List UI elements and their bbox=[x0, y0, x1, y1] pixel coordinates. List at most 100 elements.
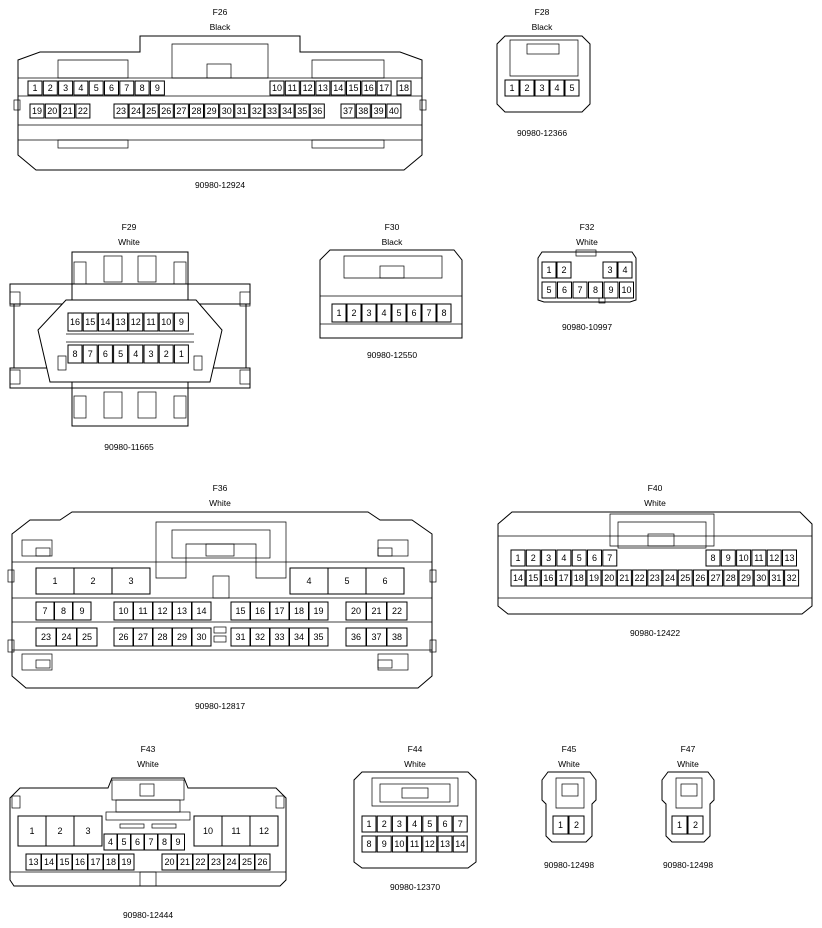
f44-id: F44 bbox=[408, 744, 423, 754]
f26-pin-label: 17 bbox=[379, 83, 389, 93]
f36-pin-label: 17 bbox=[274, 606, 284, 616]
f43-pin-cell bbox=[249, 815, 279, 847]
f40-pin-label: 32 bbox=[787, 573, 797, 583]
f36-pin-label: 23 bbox=[41, 632, 51, 642]
f26-pin-cell bbox=[219, 103, 235, 119]
f26-pin-cell bbox=[300, 80, 316, 96]
f40-pin-cell bbox=[556, 549, 572, 567]
f43-pin-label: 8 bbox=[162, 837, 167, 847]
f47-part-number: 90980-12498 bbox=[663, 860, 713, 870]
f28-pin-label: 2 bbox=[524, 83, 529, 93]
f40-pin-label: 11 bbox=[754, 553, 763, 563]
f28-pin-cell bbox=[504, 79, 520, 97]
f26-pin-label: 18 bbox=[399, 83, 409, 93]
f36-pin-label: 25 bbox=[82, 632, 92, 642]
f26-pin-cell bbox=[309, 103, 325, 119]
f28-pin-label: 1 bbox=[509, 83, 514, 93]
f44-pin-label: 1 bbox=[366, 819, 371, 829]
f26-pin-cell bbox=[134, 80, 150, 96]
f47-id: F47 bbox=[681, 744, 696, 754]
f44-pin-cell bbox=[422, 815, 438, 833]
f32-pin-cell bbox=[602, 261, 618, 279]
f43-pin-label: 10 bbox=[203, 826, 213, 836]
f26-color: Black bbox=[210, 22, 232, 32]
f36-pin-cell bbox=[72, 601, 92, 621]
f29-pin-cell bbox=[67, 344, 83, 364]
f29-pin-label: 6 bbox=[103, 349, 108, 359]
f36-pin-label: 21 bbox=[371, 606, 381, 616]
f43-pin-label: 15 bbox=[59, 857, 69, 867]
f36-pin-label: 35 bbox=[313, 632, 323, 642]
f26-pin-cell bbox=[44, 103, 60, 119]
f44-pin-label: 10 bbox=[394, 839, 404, 849]
f29-pin-cell bbox=[113, 344, 129, 364]
f44-pin-cell bbox=[361, 815, 377, 833]
f40-pin-label: 31 bbox=[771, 573, 781, 583]
f36-pin-cell bbox=[76, 627, 98, 647]
f32-pin-cell bbox=[557, 281, 572, 299]
f43-pin-label: 24 bbox=[226, 857, 236, 867]
f29-pin-label: 9 bbox=[179, 317, 184, 327]
f29-pin-label: 2 bbox=[164, 349, 169, 359]
f40-pin-label: 18 bbox=[574, 573, 584, 583]
f43-pin-cell bbox=[254, 853, 271, 871]
f30-pin-cell bbox=[421, 303, 437, 323]
f44-pin-label: 7 bbox=[458, 819, 463, 829]
f40-pin-label: 9 bbox=[726, 553, 731, 563]
f26-pin-cell bbox=[269, 80, 285, 96]
f40-color: White bbox=[644, 498, 666, 508]
f36-pin-label: 28 bbox=[157, 632, 167, 642]
f36-part-number: 90980-12817 bbox=[195, 701, 245, 711]
f36-pin-label: 1 bbox=[52, 576, 57, 586]
f44-pin-label: 8 bbox=[366, 839, 371, 849]
f29-id: F29 bbox=[122, 222, 137, 232]
f36-pin-label: 36 bbox=[351, 632, 361, 642]
f40-pin-cell bbox=[586, 569, 602, 587]
f26-pin-cell bbox=[113, 103, 129, 119]
f40-pin-cell bbox=[784, 569, 800, 587]
f40-pin-label: 4 bbox=[561, 553, 566, 563]
f36-pin-label: 37 bbox=[371, 632, 381, 642]
f36-pin-label: 4 bbox=[306, 576, 311, 586]
f26-pin-label: 3 bbox=[63, 83, 68, 93]
f44-pin-cell bbox=[407, 815, 423, 833]
f32-part-number: 90980-10997 bbox=[562, 322, 612, 332]
f47-pin-cell bbox=[671, 815, 688, 835]
f43-pin-label: 3 bbox=[85, 826, 90, 836]
f26-pin-label: 16 bbox=[364, 83, 374, 93]
f29-pin-cell bbox=[143, 312, 159, 332]
f36-pin-label: 2 bbox=[90, 576, 95, 586]
f26-pin-cell bbox=[119, 80, 135, 96]
f36-pin-cell bbox=[191, 627, 212, 647]
f28-id: F28 bbox=[535, 7, 550, 17]
f40-pin-cell bbox=[525, 569, 541, 587]
f47-pin-cell bbox=[687, 815, 704, 835]
f40-pin-label: 20 bbox=[604, 573, 614, 583]
f40-pin-cell bbox=[782, 549, 797, 567]
f29-pin-label: 3 bbox=[148, 349, 153, 359]
f36-pin-cell bbox=[327, 567, 367, 595]
f40-pin-label: 30 bbox=[756, 573, 766, 583]
f29-pin-cell bbox=[143, 344, 159, 364]
f26-pin-label: 24 bbox=[131, 106, 141, 116]
f40-pin-label: 2 bbox=[531, 553, 536, 563]
f26-pin-cell bbox=[371, 103, 387, 119]
f30-color: Black bbox=[382, 237, 404, 247]
f26-pin-label: 15 bbox=[348, 83, 358, 93]
f26-pin-cell bbox=[173, 103, 189, 119]
f26-pin-label: 40 bbox=[389, 106, 399, 116]
f36-pin-label: 33 bbox=[274, 632, 284, 642]
f26-pin-label: 33 bbox=[267, 106, 277, 116]
f26-pin-label: 26 bbox=[161, 106, 171, 116]
f40-pin-cell bbox=[647, 569, 663, 587]
f36-pin-label: 7 bbox=[42, 606, 47, 616]
f32-pin-label: 3 bbox=[607, 265, 612, 275]
f44-pin-cell bbox=[376, 835, 392, 853]
f29-pin-label: 4 bbox=[133, 349, 138, 359]
f26-pin-cell bbox=[104, 80, 119, 96]
f45-id: F45 bbox=[562, 744, 577, 754]
f26-pin-label: 12 bbox=[303, 83, 313, 93]
f40-pin-label: 22 bbox=[635, 573, 645, 583]
